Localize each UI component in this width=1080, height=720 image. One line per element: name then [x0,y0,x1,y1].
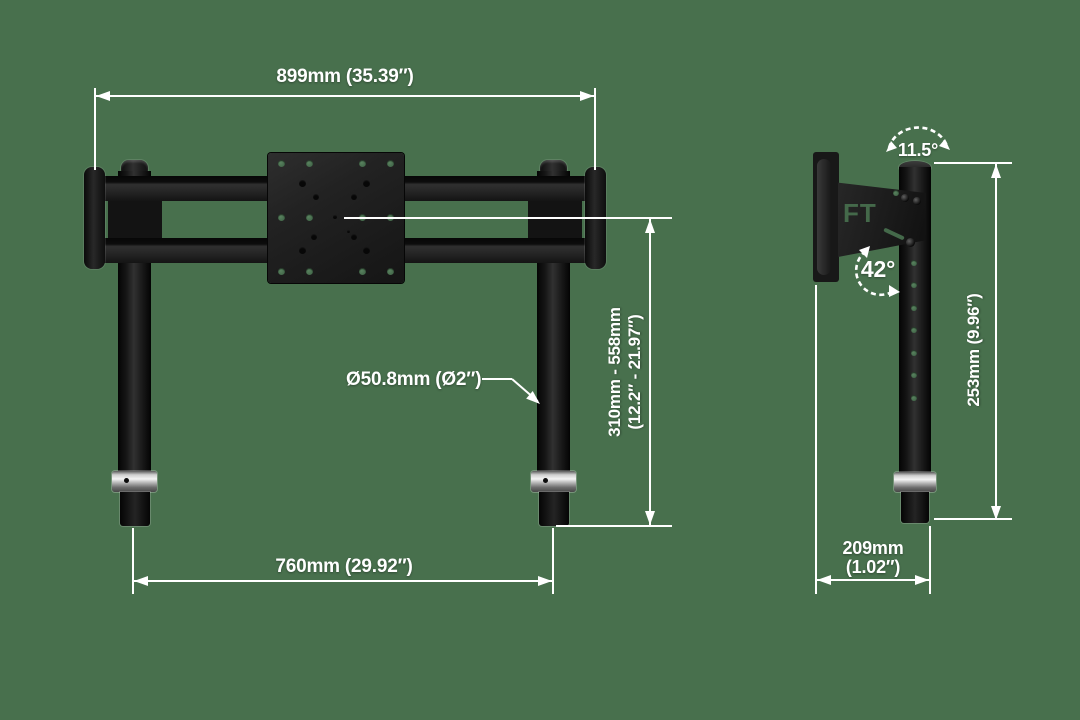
pole-hole [911,327,917,333]
dim-ext-line [815,285,817,594]
dim-arrow-down [991,506,1001,520]
brand-logo: FT [843,198,877,228]
front-right-collar-setscrew [543,478,548,483]
dim-ext-line [594,88,596,170]
front-left-collar [112,471,157,492]
side-lower-tube [901,492,929,523]
vesa-hole [347,230,350,233]
bracket-hole [893,190,899,196]
dim-ext-line [552,528,554,594]
dim-arrow-up [991,164,1001,178]
depth-label: 209mm (1.02″) [811,539,935,577]
dim-arrow-up [645,219,655,233]
dim-ext-line [934,162,1012,164]
dim-arrow-down [645,511,655,525]
front-left-pole-cap [121,160,148,173]
front-right-pole-cap [540,160,567,173]
vesa-hole [313,194,319,200]
vesa-hole [387,268,394,275]
vesa-hole [299,180,306,187]
dim-ext-line [934,518,1012,520]
leader-line-horizontal [482,378,512,380]
side-collar [894,472,936,492]
vesa-hole [351,194,357,200]
dim-line [96,95,594,97]
vesa-hole [306,160,313,167]
vesa-hole [278,268,285,275]
pole-hole [911,395,917,401]
pole-hole [911,260,917,266]
dim-line [134,580,554,582]
bracket-screw [906,238,915,247]
front-right-pole-clamp [528,196,582,242]
bracket-screw [901,194,909,202]
side-wall-plate-inner [817,159,831,275]
dim-ext-line [94,88,96,170]
front-left-lower-tube [120,492,150,526]
pole-hole [911,305,917,311]
vesa-hole [278,160,285,167]
vesa-hole [387,160,394,167]
tilt-angle-label: 11.5° [897,140,939,160]
height-range-label: 310mm - 558mm (12.2″ - 21.97″) [605,210,647,534]
vesa-hole [363,247,370,254]
vesa-hole [363,180,370,187]
bracket-screw [913,197,921,205]
height-range-mm: 310mm - 558mm [605,307,624,437]
dim-ext-line [929,526,931,594]
dim-arrow-left [134,576,148,586]
height-range-in: (12.2″ - 21.97″) [625,314,644,430]
dim-line [649,219,651,525]
dim-ext-line [344,217,672,219]
swivel-angle-label: 42° [860,256,896,282]
pole-diameter-label: Ø50.8mm (Ø2″) [346,369,482,390]
dim-arrow-right [580,91,594,101]
dim-ext-line [132,528,134,594]
pole-hole [911,282,917,288]
swivel-arc-icon [854,246,900,297]
dim-line [817,579,929,581]
pole-height-label: 253mm (9.96″) [964,293,983,407]
left-end-cap [84,167,105,269]
dim-arrow-right [538,576,552,586]
dim-arrow-right [915,575,929,585]
dim-arrow-left [817,575,831,585]
vesa-hole [311,234,317,240]
front-right-lower-tube [539,492,569,526]
front-right-collar [531,471,576,492]
pole-spacing-label: 760mm (29.92″) [275,556,413,577]
dim-line [995,164,997,520]
vesa-hole [306,268,313,275]
vesa-hole [351,234,357,240]
pole-hole [911,372,917,378]
depth-mm: 209mm [842,538,904,558]
vesa-hole [306,214,313,221]
depth-in: (1.02″) [845,557,901,577]
dim-ext-line [556,525,672,527]
pole-hole [911,350,917,356]
vesa-hole [299,247,306,254]
front-left-pole-clamp [108,196,162,242]
front-left-collar-setscrew [124,478,129,483]
tilt-arc-icon [886,126,950,152]
vesa-hole [359,268,366,275]
dim-arrow-left [96,91,110,101]
vesa-hole [333,215,337,219]
overall-width-label: 899mm (35.39″) [276,66,414,87]
vesa-hole [278,214,285,221]
vesa-hole [359,160,366,167]
